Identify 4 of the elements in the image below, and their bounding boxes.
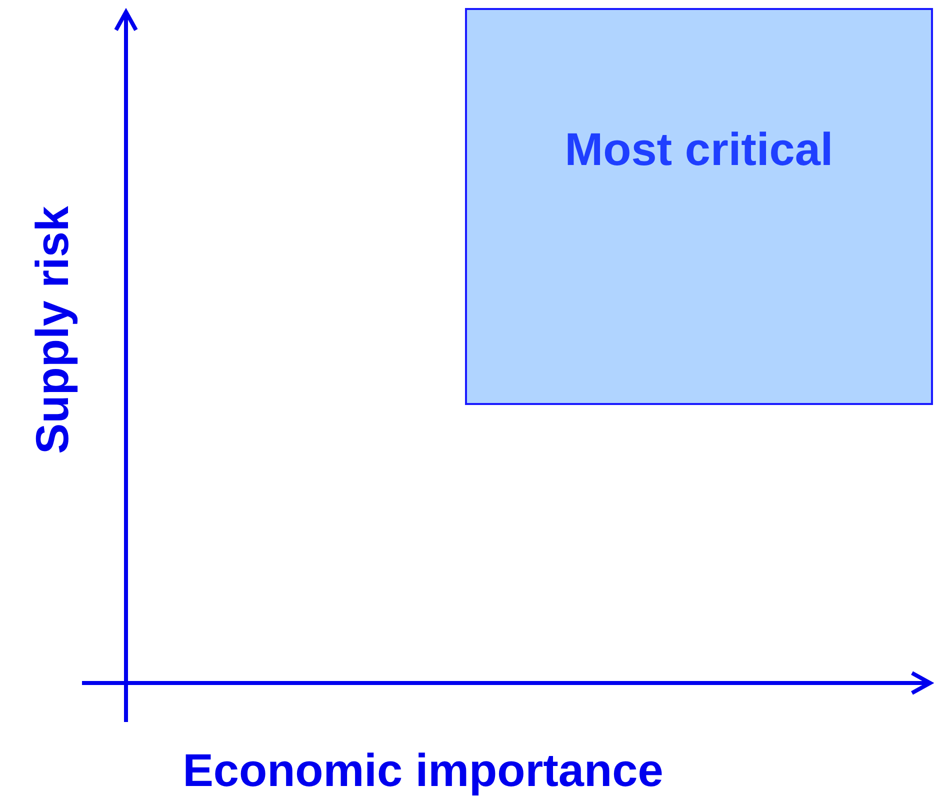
x-axis-title: Economic importance: [182, 743, 664, 797]
region-label: Most critical: [564, 122, 834, 176]
y-axis-title: Supply risk: [25, 206, 79, 454]
region-box: [465, 8, 933, 405]
